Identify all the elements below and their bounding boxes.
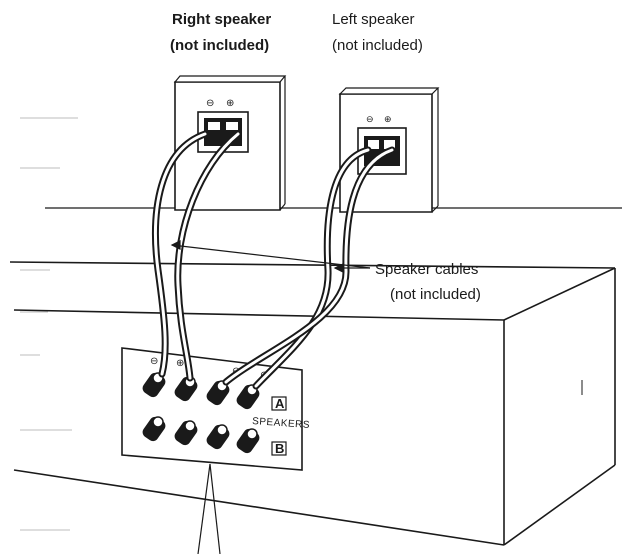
speakers-panel-label: SPEAKERS [252,416,311,431]
receiver-body [9,207,622,546]
terminal-posts-row-b [142,416,260,454]
speaker-cables-name: Speaker cables [375,261,478,278]
scan-artifacts [20,117,78,531]
speaker-cables-note: (not included) [390,286,481,303]
row-b-label: B [275,441,284,456]
right-speaker-name: Right speaker [172,11,271,28]
left-speaker-name: Left speaker [332,11,415,28]
speaker-cables [152,130,396,390]
right-speaker-note: (not included) [170,37,269,54]
cable-callout-arrows [170,240,371,273]
left-speaker-note: (not included) [332,37,423,54]
row-b-badge [271,441,287,456]
terminal-pos-mark-1: ⊕ [176,358,185,369]
row-a-badge [271,396,287,411]
row-a-label: A [275,396,285,411]
callout-pointer [197,463,221,555]
left-speaker-pos-mark: ⊕ [384,114,392,124]
left-speaker-neg-mark: ⊖ [366,114,374,124]
terminal-neg-mark-1: ⊖ [150,356,159,367]
right-speaker-neg-mark: ⊖ [206,98,214,109]
right-speaker-pos-mark: ⊕ [226,98,234,109]
speaker-terminal-panel: ⊖ ⊕ ⊖ ⊕ A SPEAKERS [121,347,311,471]
